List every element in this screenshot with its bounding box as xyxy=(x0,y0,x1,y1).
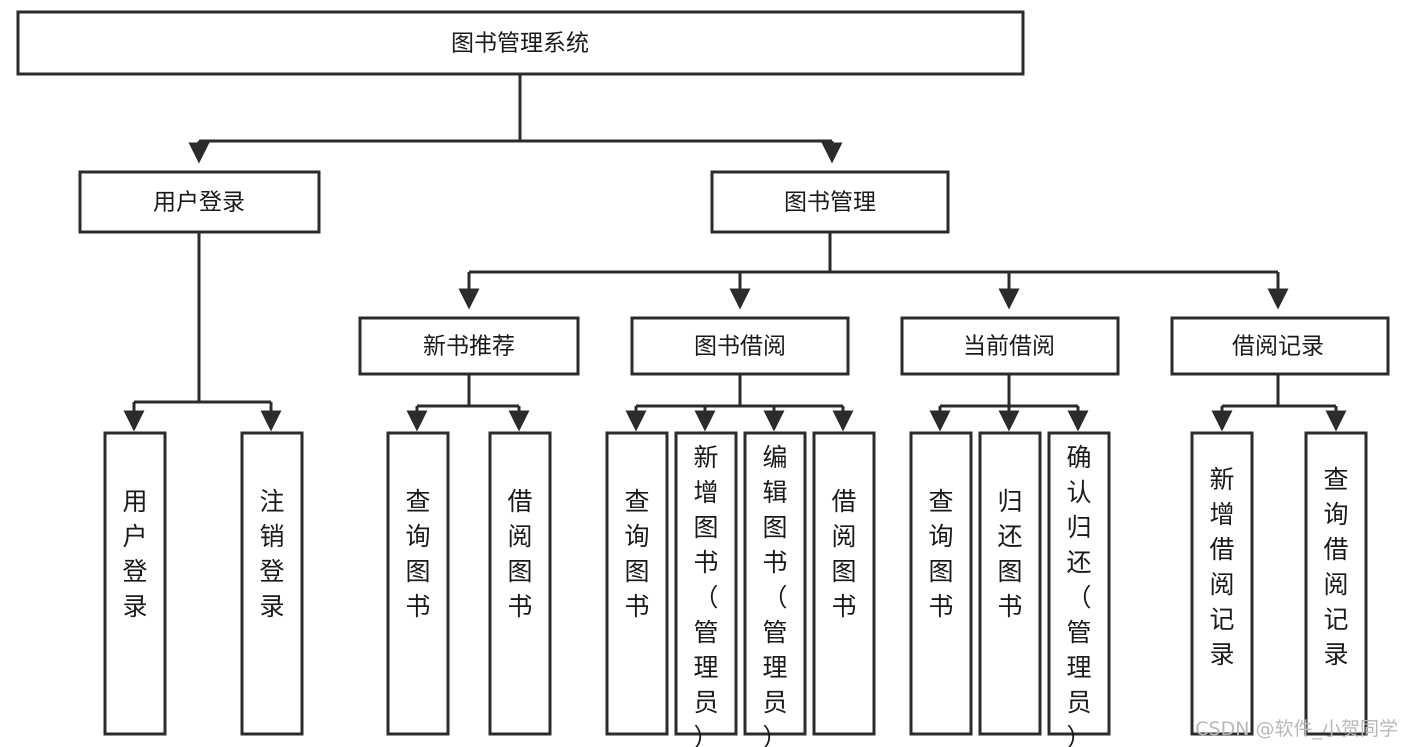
node-root-label: 图书管理系统 xyxy=(451,31,589,57)
node-leaf-return-book-box[interactable] xyxy=(978,431,1042,736)
node-user-login-box[interactable] xyxy=(78,170,321,234)
node-leaf-add-book-label: 新增图书（管理员） xyxy=(693,443,718,747)
node-leaf-add-record[interactable]: 新增借阅记录 xyxy=(1190,431,1254,736)
node-leaf-query-book-3-box[interactable] xyxy=(909,431,973,736)
connector-group-book-borrow-to-leaves xyxy=(625,374,854,432)
node-book-borrow-label: 图书借阅 xyxy=(694,334,786,360)
node-root[interactable]: 图书管理系统 xyxy=(16,10,1025,76)
node-leaf-borrow-book-1-box[interactable] xyxy=(488,431,552,736)
node-leaf-query-book-2[interactable]: 查询图书 xyxy=(605,431,669,736)
node-leaf-confirm-return-label: 确认归还（管理员） xyxy=(1066,443,1091,747)
node-leaf-user-logout-label: 注销登录 xyxy=(259,487,284,621)
node-new-book-recommend-label: 新书推荐 xyxy=(423,334,515,360)
node-leaf-query-book-1-box[interactable] xyxy=(386,431,450,736)
node-user-login[interactable]: 用户登录 xyxy=(78,170,321,234)
connector-group-root-to-level2 xyxy=(188,74,843,164)
node-leaf-query-record-label: 查询借阅记录 xyxy=(1323,465,1348,669)
node-user-login-label: 用户登录 xyxy=(153,190,245,216)
node-leaf-user-logout[interactable]: 注销登录 xyxy=(240,431,304,736)
node-leaf-user-logout-box[interactable] xyxy=(240,431,304,736)
node-leaf-borrow-book-2-label: 借阅图书 xyxy=(831,487,856,621)
node-leaf-user-login-label: 用户登录 xyxy=(122,487,147,621)
node-book-borrow-box[interactable] xyxy=(630,316,850,376)
node-leaf-return-book-label: 归还图书 xyxy=(997,487,1022,621)
node-leaf-confirm-return-box[interactable] xyxy=(1047,431,1111,736)
node-leaf-borrow-book-2-box[interactable] xyxy=(812,431,876,736)
connector-group-user-login-to-leaves xyxy=(123,232,282,432)
node-book-manage-box[interactable] xyxy=(710,170,950,234)
node-new-book-recommend-box[interactable] xyxy=(358,316,580,376)
node-new-book-recommend[interactable]: 新书推荐 xyxy=(358,316,580,376)
csdn-watermark: CSDN @软件_小贺同学 xyxy=(1195,718,1398,740)
node-leaf-return-book[interactable]: 归还图书 xyxy=(978,431,1042,736)
node-leaf-confirm-return[interactable]: 确认归还（管理员） xyxy=(1047,431,1111,747)
node-leaf-query-book-2-box[interactable] xyxy=(605,431,669,736)
node-leaf-add-book-box[interactable] xyxy=(674,431,738,736)
node-book-borrow[interactable]: 图书借阅 xyxy=(630,316,850,376)
node-borrow-record-box[interactable] xyxy=(1170,316,1390,376)
node-leaf-query-book-1[interactable]: 查询图书 xyxy=(386,431,450,736)
node-leaf-query-book-2-label: 查询图书 xyxy=(624,487,649,621)
node-leaf-add-record-box[interactable] xyxy=(1190,431,1254,736)
node-leaf-borrow-book-2[interactable]: 借阅图书 xyxy=(812,431,876,736)
node-leaf-query-book-3-label: 查询图书 xyxy=(928,487,953,621)
node-leaf-edit-book-box[interactable] xyxy=(743,431,807,736)
node-current-borrow-box[interactable] xyxy=(900,316,1120,376)
node-leaf-query-record[interactable]: 查询借阅记录 xyxy=(1304,431,1368,736)
node-leaf-add-book[interactable]: 新增图书（管理员） xyxy=(674,431,738,747)
node-leaf-edit-book-label: 编辑图书（管理员） xyxy=(762,443,787,747)
node-leaf-query-book-3[interactable]: 查询图书 xyxy=(909,431,973,736)
node-leaf-query-record-box[interactable] xyxy=(1304,431,1368,736)
node-book-manage[interactable]: 图书管理 xyxy=(710,170,950,234)
connector-group-borrow-record-to-leaves xyxy=(1211,374,1347,432)
node-leaf-borrow-book-1-label: 借阅图书 xyxy=(507,487,532,621)
node-borrow-record[interactable]: 借阅记录 xyxy=(1170,316,1390,376)
node-leaf-add-record-label: 新增借阅记录 xyxy=(1209,465,1234,669)
node-current-borrow-label: 当前借阅 xyxy=(963,334,1055,360)
node-root-box[interactable] xyxy=(16,10,1025,76)
node-current-borrow[interactable]: 当前借阅 xyxy=(900,316,1120,376)
node-leaf-user-login[interactable]: 用户登录 xyxy=(103,431,167,736)
connector-group-new-book-recommend-to-leaves xyxy=(406,374,530,432)
node-leaf-user-login-box[interactable] xyxy=(103,431,167,736)
node-leaf-edit-book[interactable]: 编辑图书（管理员） xyxy=(743,431,807,747)
connector-group-current-borrow-to-leaves xyxy=(929,374,1089,432)
node-leaf-borrow-book-1[interactable]: 借阅图书 xyxy=(488,431,552,736)
node-book-manage-label: 图书管理 xyxy=(784,190,876,216)
node-leaf-query-book-1-label: 查询图书 xyxy=(405,487,430,621)
node-borrow-record-label: 借阅记录 xyxy=(1232,334,1324,360)
connector-group-book-manage-to-level3 xyxy=(458,232,1289,310)
